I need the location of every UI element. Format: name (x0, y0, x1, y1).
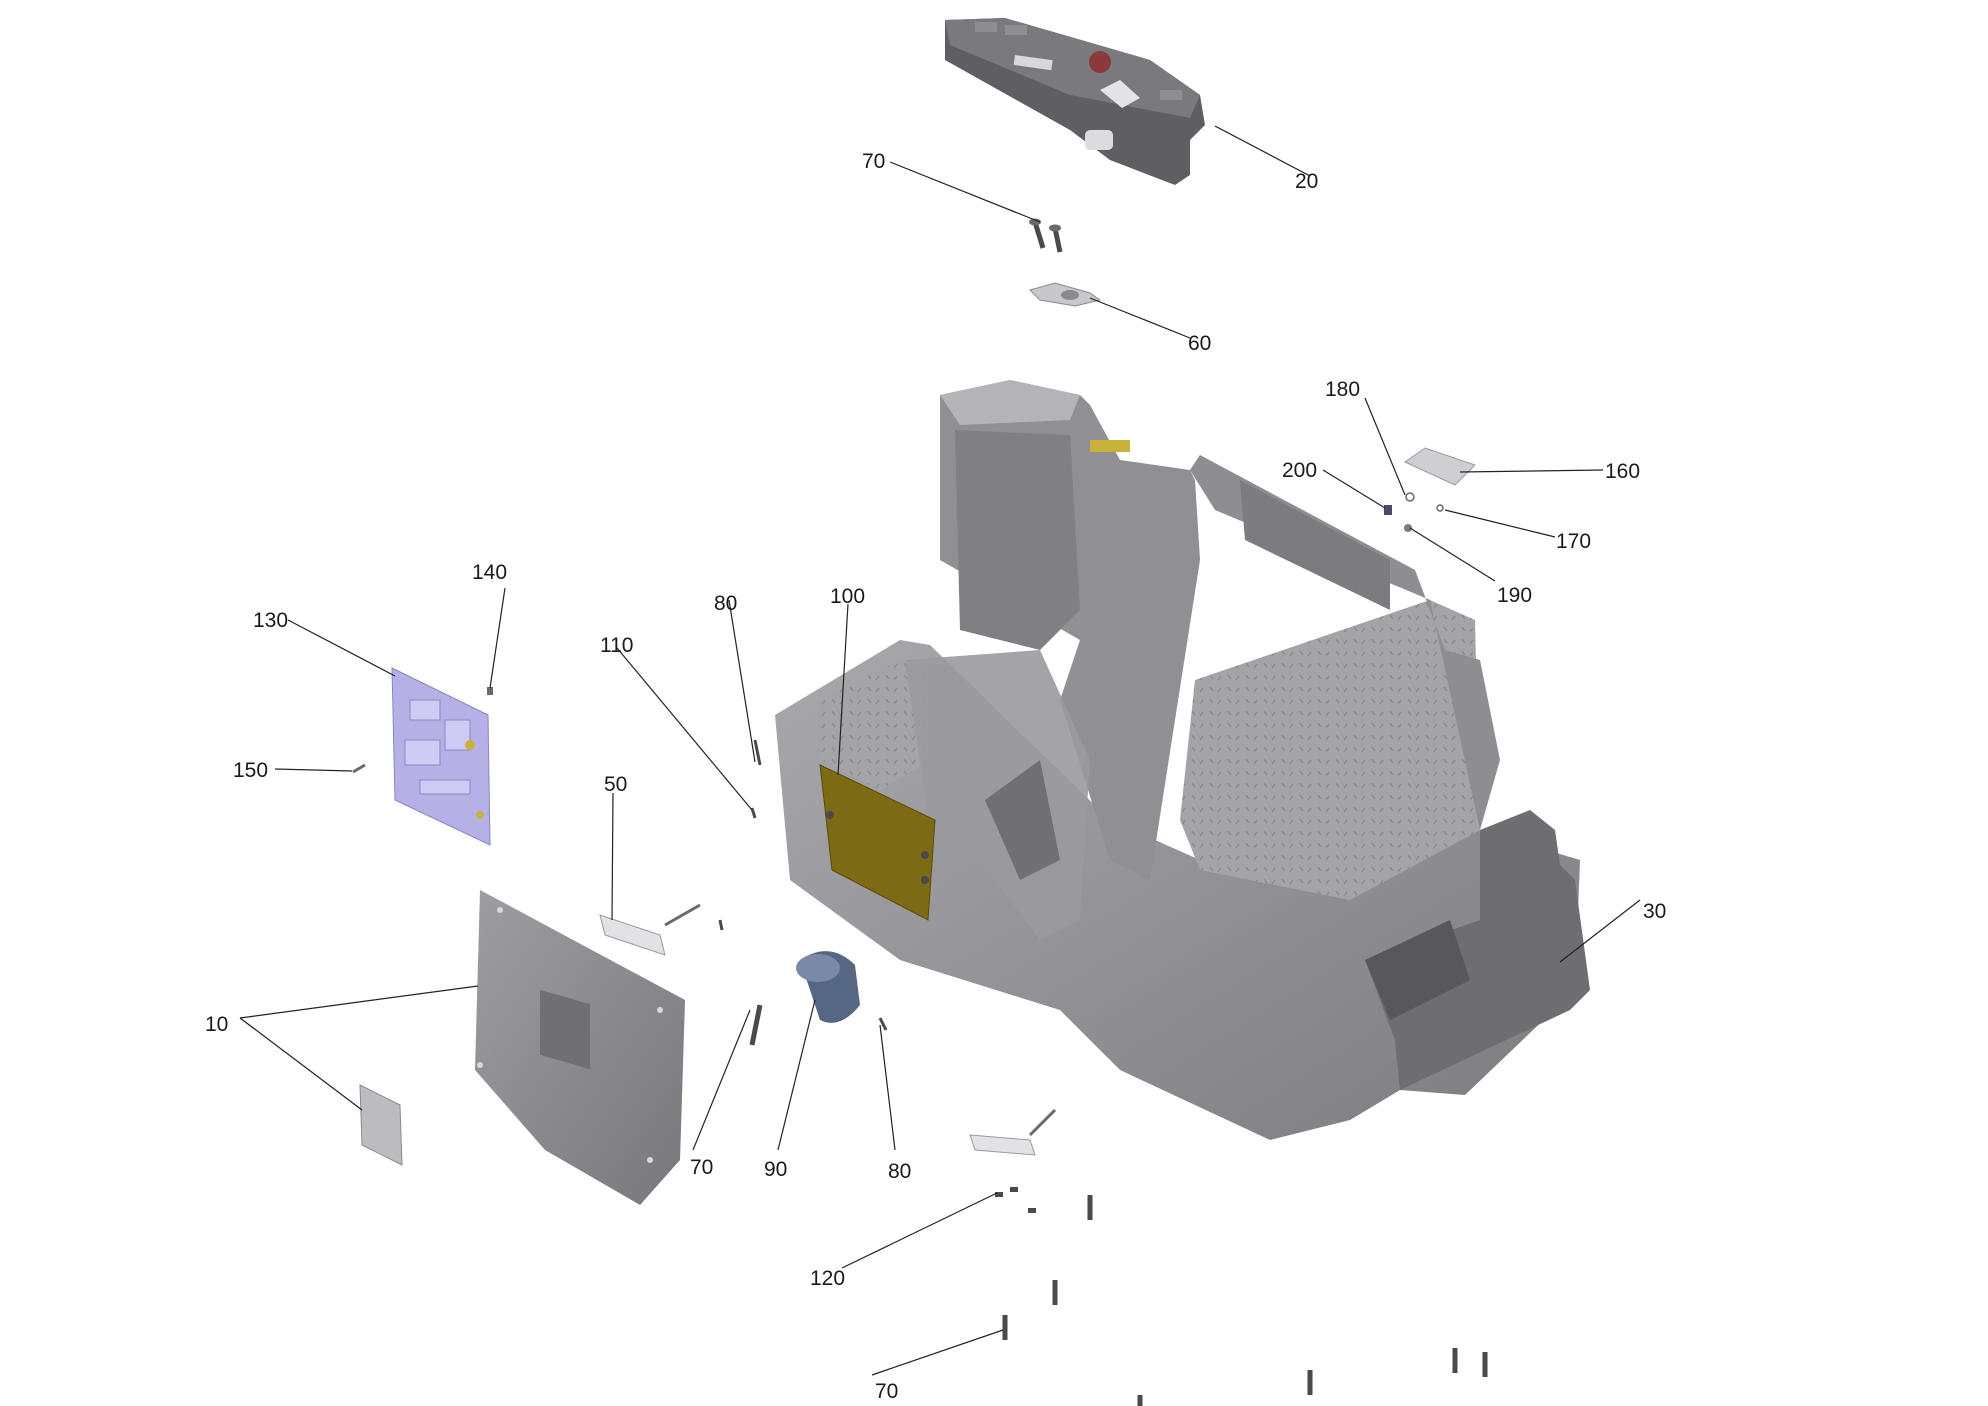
ring-part (1436, 504, 1444, 512)
badge-part (359, 1084, 403, 1166)
callout-90-top: 80 (714, 592, 737, 615)
callout-70-mid: 70 (690, 1156, 713, 1179)
plate-part (819, 764, 936, 921)
callout-130: 130 (253, 609, 288, 632)
light-unit-part (599, 903, 1057, 1156)
callout-80: 90 (764, 1158, 787, 1181)
callout-120: 120 (810, 1267, 845, 1290)
callout-190: 190 (1497, 584, 1532, 607)
nut-part (1404, 524, 1412, 532)
pin-part (352, 763, 366, 774)
leader-lines (239, 125, 1641, 1376)
callout-10: 10 (205, 1013, 228, 1036)
spacer-part (487, 687, 493, 695)
callout-110: 110 (600, 634, 633, 657)
callout-labels: 20 70 60 180 200 160 170 190 140 130 150… (205, 150, 1666, 1403)
callout-140: 140 (472, 561, 507, 584)
screw-part (1384, 505, 1392, 515)
callout-90-bottom: 80 (888, 1160, 911, 1183)
screw-pair-top (1029, 218, 1063, 253)
callout-60: 60 (1188, 332, 1211, 355)
callout-180: 180 (1325, 378, 1360, 401)
knob-part (796, 951, 860, 1023)
callout-50: 50 (604, 773, 627, 796)
chassis-body-part (775, 380, 1590, 1140)
callout-100: 100 (830, 585, 865, 608)
cover-plate-part (1403, 447, 1476, 486)
callout-170: 170 (1556, 530, 1591, 553)
callout-30: 30 (1643, 900, 1666, 923)
bracket-plate-part (1029, 282, 1102, 307)
callout-200: 200 (1282, 459, 1317, 482)
callout-150: 150 (233, 759, 268, 782)
front-cover-part (475, 890, 685, 1205)
callout-160: 160 (1605, 460, 1640, 483)
callout-70-bottom: 70 (875, 1380, 898, 1403)
control-panel-part (945, 18, 1205, 185)
callout-70-top: 70 (862, 150, 885, 173)
callout-20: 20 (1295, 170, 1318, 193)
screws-loose (718, 739, 1488, 1406)
circuit-board-part (391, 667, 491, 846)
ring-part (1405, 492, 1415, 502)
